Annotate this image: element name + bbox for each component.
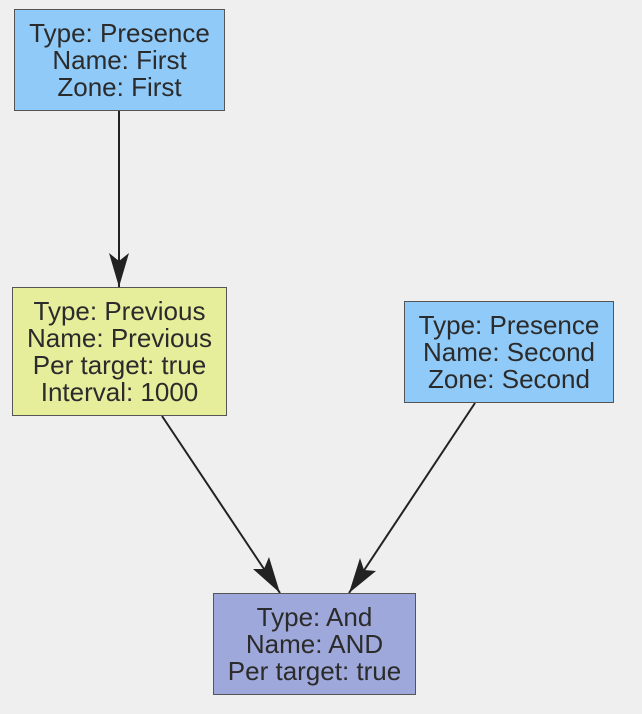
arrowhead-icon (349, 558, 376, 593)
node-previous: Type: Previous Name: Previous Per target… (12, 287, 227, 416)
arrowhead-icon (253, 557, 280, 593)
edge-first-to-previous (109, 111, 129, 287)
node-name-label: Name: Second (423, 336, 595, 367)
node-name-label: Name: Previous (27, 322, 212, 353)
node-interval-label: Interval: 1000 (40, 376, 199, 407)
node-presence-first: Type: Presence Name: First Zone: First (14, 9, 225, 111)
node-name-label: Name: First (52, 44, 187, 75)
node-presence-second: Type: Presence Name: Second Zone: Second (404, 301, 614, 403)
node-type-label: Type: And (256, 601, 373, 632)
arrowhead-icon (109, 253, 129, 287)
node-zone-label: Zone: Second (428, 363, 590, 394)
node-type-label: Type: Presence (29, 17, 210, 48)
node-type-label: Type: Previous (33, 295, 206, 326)
node-name-label: Name: AND (245, 628, 384, 659)
edge-second-to-and (348, 402, 476, 594)
node-zone-label: Zone: First (57, 71, 182, 102)
node-and: Type: And Name: AND Per target: true (213, 593, 416, 695)
node-type-label: Type: Presence (418, 309, 600, 340)
node-per-target-label: Per target: true (227, 655, 402, 686)
node-per-target-label: Per target: true (32, 349, 207, 380)
edge-previous-to-and (161, 415, 281, 594)
